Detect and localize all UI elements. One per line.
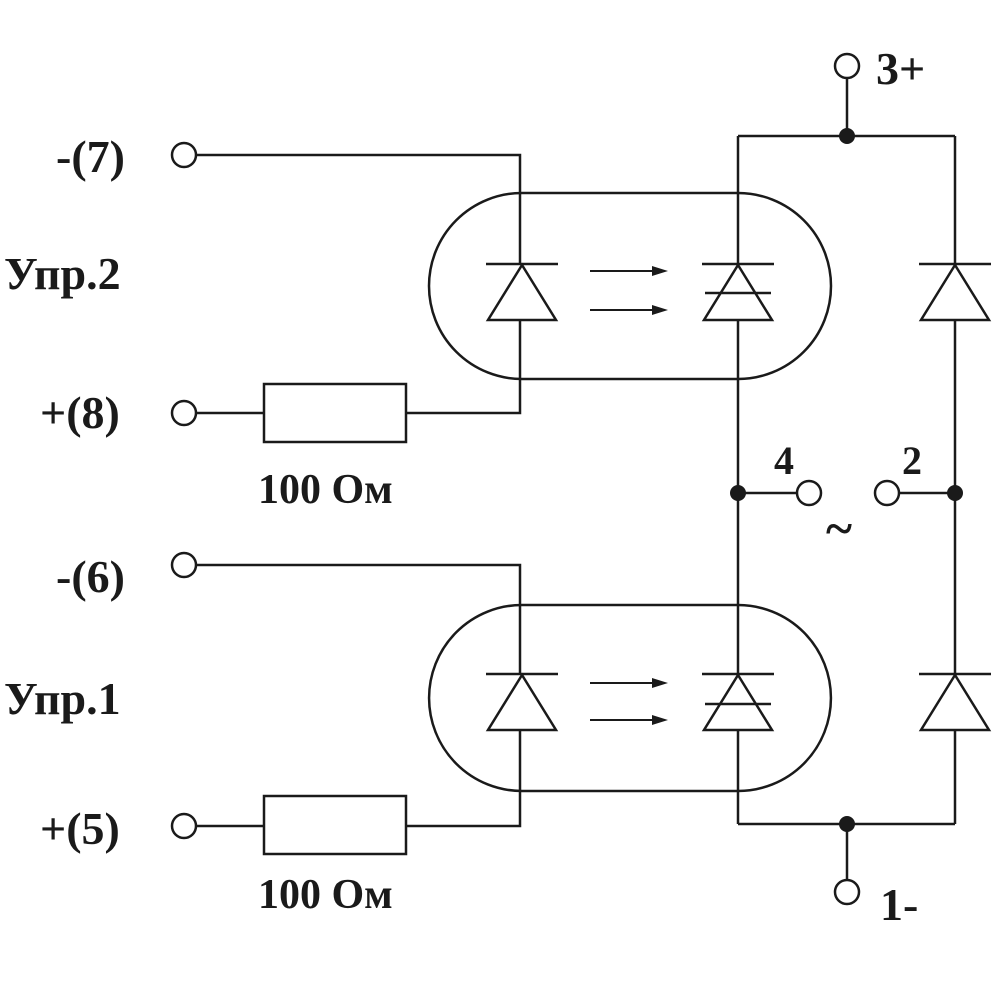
terminal-pin5: [170, 812, 198, 840]
label-pin7: -(7): [56, 131, 125, 182]
terminal-pin4: [795, 479, 823, 507]
terminal-pin1: [833, 878, 861, 906]
terminal-pin8: [170, 399, 198, 427]
wire-pin7: [197, 153, 522, 265]
label-pin5: +(5): [40, 803, 120, 854]
optocoupler-1-body: [427, 603, 833, 793]
wire-pin5-right: [406, 730, 522, 828]
resistor-bottom: [262, 794, 408, 856]
label-pin1: 1-: [880, 879, 918, 930]
wire-pin8-right: [406, 320, 522, 415]
label-pin6: -(6): [56, 551, 125, 602]
led-diode-2: [485, 262, 559, 322]
label-ac-symbol: ~: [826, 500, 852, 556]
light-arrows-1: [590, 678, 668, 725]
label-pin3: 3+: [876, 43, 925, 94]
bridge-diode-bottom: [918, 672, 992, 732]
junction-top: [839, 128, 855, 144]
photo-thyristor-2: [701, 262, 775, 322]
resistor-top: [262, 382, 408, 444]
label-res-top: 100 Ом: [258, 467, 393, 513]
label-pin8: +(8): [40, 387, 120, 438]
led-diode-1: [485, 672, 559, 732]
junction-right-mid: [947, 485, 963, 501]
label-pin2: 2: [902, 438, 922, 483]
photo-thyristor-1: [701, 672, 775, 732]
wire-pin6: [197, 563, 522, 674]
terminal-pin7: [170, 141, 198, 169]
label-res-bottom: 100 Ом: [258, 872, 393, 918]
bridge-diode-top: [918, 262, 992, 322]
terminal-pin6: [170, 551, 198, 579]
label-pin4: 4: [774, 438, 794, 483]
label-ctrl2: Упр.2: [4, 248, 121, 299]
junction-left-mid: [730, 485, 746, 501]
light-arrows-2: [590, 266, 668, 315]
label-ctrl1: Упр.1: [4, 673, 121, 724]
optocoupler-2-body: [427, 191, 833, 381]
terminal-pin3: [833, 52, 861, 80]
junction-bottom: [839, 816, 855, 832]
terminal-pin2: [873, 479, 901, 507]
